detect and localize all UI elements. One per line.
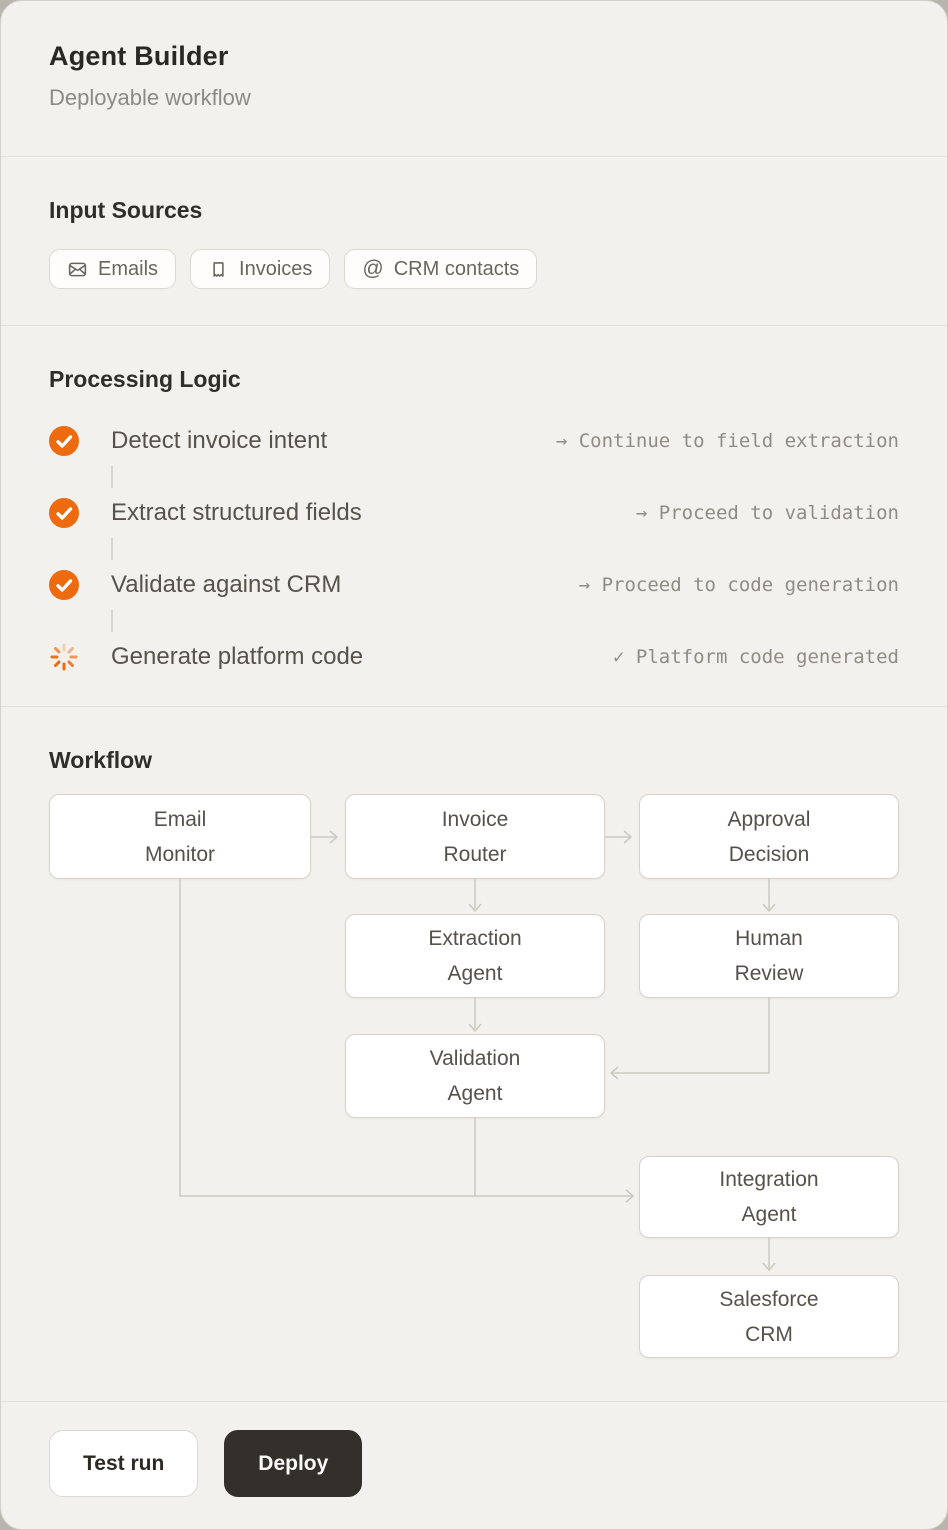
node-human-review[interactable]: Human Review [639,914,899,998]
step-detect-invoice-intent: Detect invoice intent → Continue to fiel… [49,426,899,456]
check-circle-icon [49,570,79,600]
chip-label: Invoices [239,257,313,280]
node-label-line1: Email [153,807,207,831]
node-label-line1: Salesforce [719,1287,819,1311]
page-title: Agent Builder [49,41,229,71]
node-label-line2: Decision [728,842,810,866]
step-connector-line [111,466,113,488]
node-salesforce-crm[interactable]: Salesforce CRM [639,1275,899,1358]
node-label-line1: Integration [719,1168,819,1191]
workflow-connectors [179,830,776,1271]
step-note: ✓ Platform code generated [613,646,899,668]
header: Agent Builder Deployable workflow [1,1,947,156]
check-circle-icon [49,426,79,456]
step-label: Detect invoice intent [111,427,328,454]
node-label-line1: Invoice [441,807,509,831]
page-subtitle: Deployable workflow [49,85,251,110]
node-extraction-agent[interactable]: Extraction Agent [345,914,605,998]
step-note: → Proceed to code generation [578,574,899,596]
step-label: Extract structured fields [111,499,362,526]
at-sign-icon: @ [362,257,384,280]
node-label-line1: Human [735,927,803,950]
node-label-line2: Review [734,962,804,985]
step-note: → Continue to field extraction [555,430,899,452]
step-label: Validate against CRM [111,571,342,598]
node-invoice-router[interactable]: Invoice Router [345,794,605,879]
input-sources-heading: Input Sources [49,197,203,223]
step-connector-line [111,610,113,632]
step-note: → Proceed to validation [635,502,899,524]
chip-label: Emails [98,257,159,280]
chip-label: CRM contacts [393,257,520,280]
chip-invoices[interactable]: Invoices [190,249,331,289]
step-validate-against-crm: Validate against CRM → Proceed to code g… [49,570,899,600]
node-label-line2: Agent [447,1082,503,1105]
test-run-button[interactable]: Test run [49,1430,199,1497]
node-label-line2: Agent [447,962,503,985]
step-generate-platform-code: Generate platform code ✓ Platform code g… [49,642,899,672]
input-sources-section: Input Sources Emails Invoi [1,156,947,325]
node-integration-agent[interactable]: Integration Agent [639,1156,899,1238]
step-connector-line [111,538,113,560]
node-approval-decision[interactable]: Approval Decision [639,794,899,879]
chip-crm-contacts[interactable]: @ CRM contacts [344,249,538,289]
node-label-line1: Extraction [428,927,522,950]
chip-emails[interactable]: Emails [49,249,177,289]
processing-logic-section: Processing Logic Detect invoice intent →… [1,325,947,706]
step-extract-structured-fields: Extract structured fields → Proceed to v… [49,498,899,528]
node-label-line2: Monitor [144,842,216,866]
processing-steps: Detect invoice intent → Continue to fiel… [49,426,899,672]
workflow-section: Workflow [1,706,947,1401]
receipt-icon [208,259,229,280]
node-validation-agent[interactable]: Validation Agent [345,1034,605,1118]
node-label-line2: Agent [741,1203,797,1226]
node-label-line1: Validation [429,1047,521,1070]
node-label-line2: Router [443,842,507,866]
check-circle-icon [49,498,79,528]
step-label: Generate platform code [111,643,364,670]
spinner-icon [49,642,79,672]
node-label-line1: Approval [727,807,811,831]
node-label-line2: CRM [745,1322,793,1346]
input-source-chips: Emails Invoices @ CRM contacts [49,249,899,289]
envelope-icon [67,259,88,280]
processing-logic-heading: Processing Logic [49,366,241,392]
workflow-diagram: Email Monitor Invoice Router Approval De… [1,793,947,1359]
node-email-monitor[interactable]: Email Monitor [49,794,311,879]
deploy-button[interactable]: Deploy [224,1430,363,1497]
footer-actions: Test run Deploy [1,1401,947,1529]
workflow-heading: Workflow [49,747,153,773]
